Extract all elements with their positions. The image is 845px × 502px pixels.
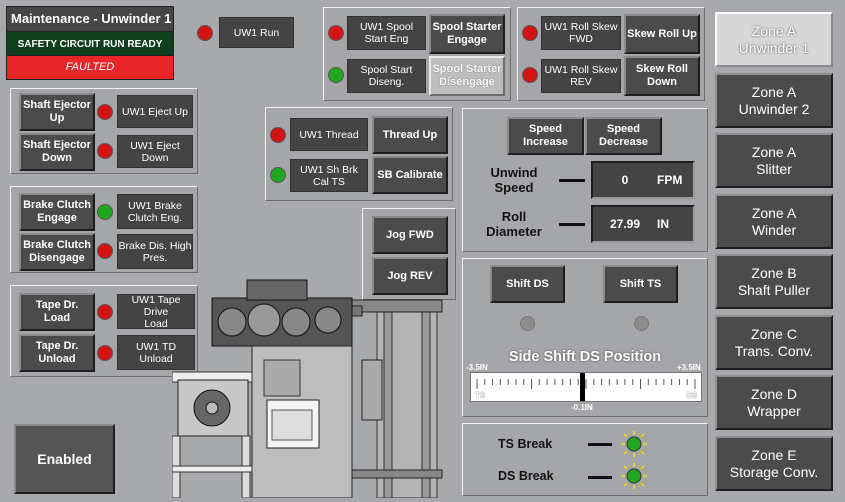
unwind-speed-value: 0 <box>621 173 629 187</box>
brake-dis-high-pres-label: Brake Dis. High Pres. <box>117 234 193 269</box>
td-unload-label: UW1 TD Unload <box>117 335 195 370</box>
eject-down-label: UW1 Eject Down <box>117 135 193 168</box>
roll-skew-fwd-indicator <box>522 25 538 41</box>
zone-b-shaft-puller-button[interactable]: Zone B Shaft Puller <box>715 254 833 309</box>
uw1-thread-label: UW1 Thread <box>290 118 368 151</box>
eject-down-indicator <box>97 143 113 159</box>
brake-clutch-engage-button[interactable]: Brake Clutch Engage <box>19 193 95 231</box>
zone-a-winder-button[interactable]: Zone A Winder <box>715 194 833 249</box>
brake-clutch-eng-indicator <box>97 204 113 220</box>
side-shift-scale: TS DS <box>470 372 702 402</box>
side-shift-position-marker <box>580 373 586 401</box>
td-unload-indicator <box>97 345 113 361</box>
shift-ds-indicator <box>520 316 535 331</box>
roll-diameter-unit: IN <box>657 217 669 231</box>
brake-clutch-disengage-button[interactable]: Brake Clutch Disengage <box>19 233 95 271</box>
tape-drive-load-button[interactable]: Tape Dr. Load <box>19 293 95 331</box>
spool-starter-disengage-button[interactable]: Spool Starter Disengage <box>429 56 505 96</box>
skew-roll-up-button[interactable]: Skew Roll Up <box>624 14 700 54</box>
unwind-speed-dash <box>559 179 585 182</box>
zone-a-unwinder-2-button[interactable]: Zone A Unwinder 2 <box>715 73 833 128</box>
skew-roll-down-button[interactable]: Skew Roll Down <box>624 56 700 96</box>
spool-start-diseng-label: Spool Start Diseng. <box>347 59 426 93</box>
side-shift-ticks <box>476 379 696 389</box>
side-shift-max-label: +3.5IN <box>677 363 701 372</box>
ts-break-dash <box>588 443 612 446</box>
shift-ts-button[interactable]: Shift TS <box>603 265 678 303</box>
side-shift-min-label: -3.5IN <box>466 363 488 372</box>
uw1-thread-indicator <box>270 127 286 143</box>
side-shift-ts-label: TS <box>475 391 486 400</box>
sb-calibrate-button[interactable]: SB Calibrate <box>372 156 448 194</box>
roll-skew-rev-label: UW1 Roll Skew REV <box>541 59 621 93</box>
jog-rev-button[interactable]: Jog REV <box>372 257 448 295</box>
zone-a-unwinder-1-button[interactable]: Zone A Unwinder 1 <box>715 12 833 67</box>
ts-break-indicator <box>621 431 647 457</box>
brake-clutch-eng-label: UW1 Brake Clutch Eng. <box>117 194 193 229</box>
unwind-speed-unit: FPM <box>657 173 683 187</box>
spool-starter-engage-button[interactable]: Spool Starter Engage <box>429 14 505 54</box>
side-shift-ds-label: DS <box>686 391 698 400</box>
uw1-run-label: UW1 Run <box>219 17 294 48</box>
safety-status-bar: SAFETY CIRCUIT RUN READY <box>7 31 173 56</box>
shaft-ejector-down-button[interactable]: Shaft Ejector Down <box>19 133 95 171</box>
page-title: Maintenance - Unwinder 1 <box>7 7 173 31</box>
shaft-ejector-up-button[interactable]: Shaft Ejector Up <box>19 93 95 131</box>
spool-start-eng-label: UW1 Spool Start Eng <box>347 16 426 50</box>
roll-diameter-value: 27.99 <box>609 217 641 231</box>
side-shift-title: Side Shift DS Position <box>508 349 662 365</box>
roll-diameter-readout: 27.99 IN <box>591 205 695 243</box>
tape-drive-load-label: UW1 Tape Drive Load <box>117 294 195 330</box>
zone-a-slitter-button[interactable]: Zone A Slitter <box>715 133 833 188</box>
tape-drive-load-indicator <box>97 304 113 320</box>
ds-break-dash <box>588 476 612 479</box>
tape-drive-unload-button[interactable]: Tape Dr. Unload <box>19 334 95 372</box>
fault-status-bar: FAULTED <box>7 56 173 79</box>
roll-diameter-label: Roll Diameter <box>486 209 542 239</box>
sh-brk-cal-ts-label: UW1 Sh Brk Cal TS <box>290 159 368 192</box>
jog-fwd-button[interactable]: Jog FWD <box>372 216 448 254</box>
ds-break-indicator <box>621 463 647 489</box>
unwind-speed-readout: 0 FPM <box>591 161 695 199</box>
spool-start-diseng-indicator <box>328 67 344 83</box>
zone-e-storage-conv-button[interactable]: Zone E Storage Conv. <box>715 436 833 491</box>
spool-start-eng-indicator <box>328 25 344 41</box>
ts-break-label: TS Break <box>498 437 553 451</box>
uw1-run-indicator <box>197 25 213 41</box>
zone-c-trans-conv-button[interactable]: Zone C Trans. Conv. <box>715 315 833 370</box>
unwind-speed-label: Unwind Speed <box>490 165 538 195</box>
unwinder-machine-illustration <box>172 279 443 498</box>
shift-ds-button[interactable]: Shift DS <box>490 265 565 303</box>
speed-decrease-button[interactable]: Speed Decrease <box>585 117 662 155</box>
eject-up-indicator <box>97 104 113 120</box>
roll-skew-fwd-label: UW1 Roll Skew FWD <box>541 16 621 50</box>
roll-diameter-dash <box>559 223 585 226</box>
shift-ts-indicator <box>634 316 649 331</box>
speed-increase-button[interactable]: Speed Increase <box>507 117 584 155</box>
side-shift-value-label: -0.1IN <box>571 403 593 412</box>
brake-dis-high-pres-indicator <box>97 243 113 259</box>
title-block: Maintenance - Unwinder 1 SAFETY CIRCUIT … <box>6 6 174 80</box>
eject-up-label: UW1 Eject Up <box>117 95 193 128</box>
roll-skew-rev-indicator <box>522 67 538 83</box>
ds-break-label: DS Break <box>498 469 554 483</box>
zone-d-wrapper-button[interactable]: Zone D Wrapper <box>715 375 833 430</box>
sh-brk-cal-ts-indicator <box>270 167 286 183</box>
break-panel <box>462 423 708 496</box>
enabled-button[interactable]: Enabled <box>14 424 115 494</box>
thread-up-button[interactable]: Thread Up <box>372 116 448 154</box>
